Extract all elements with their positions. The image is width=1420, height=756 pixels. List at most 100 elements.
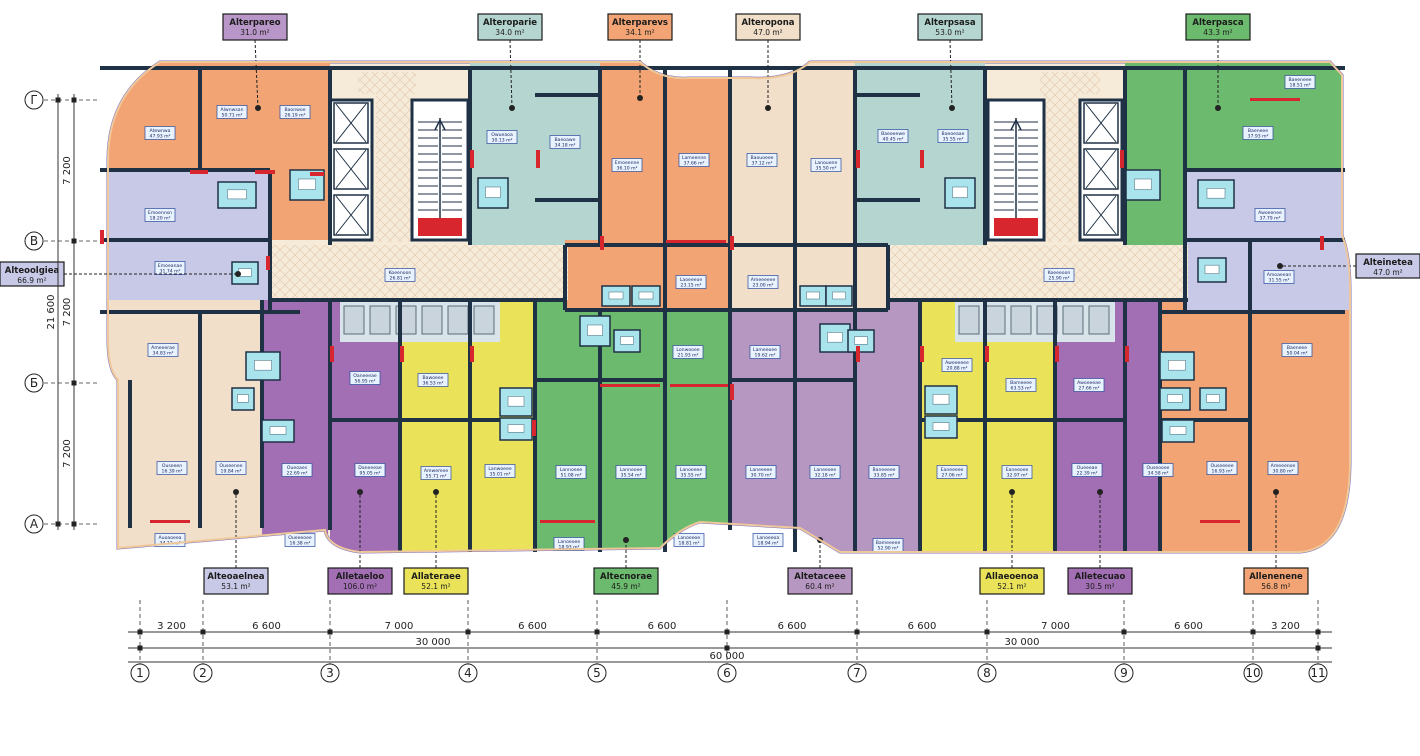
tag-title-bot-3: Altecnorae: [600, 572, 652, 582]
red-marker-16: [400, 346, 404, 362]
room-label-box-8: [281, 463, 313, 477]
room-label-box-3: [144, 208, 176, 222]
room-label-area-36: 30.70 m²: [751, 473, 772, 479]
room-label-box-49: [673, 533, 705, 547]
red-markers: [100, 98, 1324, 523]
room-label-area-18: 26.81 m²: [390, 276, 411, 282]
red-marker-27: [540, 520, 595, 523]
fixture-19: [827, 332, 843, 343]
service-cell-1-4: [1062, 305, 1084, 335]
red-marker-9: [730, 236, 734, 250]
tag-box-bot-6: [1067, 567, 1133, 595]
dim-v-tick-2: [71, 380, 77, 386]
tag-dot-bot-6: [1097, 489, 1103, 495]
room-label-area-27: 22.39 m²: [1077, 471, 1098, 477]
room-label-name-23: Amoaeean: [1267, 272, 1292, 278]
room-label-box-26: [1267, 461, 1299, 475]
room-label-name-15: Lanouene: [815, 160, 838, 166]
tag-area-bot-7: 56.8 m²: [1261, 582, 1290, 591]
tag-area-top-1: 34.0 m²: [495, 28, 524, 37]
lobby-left: [358, 72, 416, 94]
axis-bubble-4: [587, 663, 607, 683]
tag-box-top-0: [222, 13, 288, 41]
tag-leader-top-4: [949, 39, 953, 109]
room-label-area-33: 51.08 m²: [561, 473, 582, 479]
tag-title-bot-0: Alteoaelnea: [207, 572, 264, 582]
room-label-box-1: [216, 105, 248, 119]
room-label-box-32: [484, 464, 516, 478]
red-marker-29: [150, 520, 190, 523]
elevator-shaft-1: [1078, 98, 1124, 242]
red-marker-22: [856, 346, 860, 362]
room-label-box-31: [420, 466, 452, 480]
room-label-name-28: Ouseooee: [1146, 465, 1169, 471]
red-marker-1: [255, 170, 275, 174]
tag-leader-top-1: [509, 39, 513, 109]
room-label-box-24: [1281, 343, 1313, 357]
room-label-area-10: 30.13 m²: [492, 138, 513, 144]
fixture-18: [620, 336, 634, 345]
red-marker-6: [536, 150, 540, 168]
tag-dot-top-5: [1215, 105, 1221, 111]
room-label-name-13: Lameenne: [682, 155, 706, 161]
fire-marker-1: [994, 218, 1038, 236]
block-green-tr: [1125, 62, 1350, 175]
room-label-box-30: [417, 373, 449, 387]
fire-marker-0: [418, 218, 462, 236]
axis-y-bubble-0: [24, 90, 44, 110]
service-cell-0-3: [421, 305, 443, 335]
dim-v-total-tick-0: [55, 97, 61, 103]
room-label-name-5: Ameeerae: [151, 345, 175, 351]
dim-v-total: 21 600: [46, 295, 57, 330]
tag-title-bot-2: Allateraee: [411, 572, 461, 582]
bathrooms: [217, 169, 1235, 443]
room-label-name-27: Oueeeae: [1077, 465, 1098, 471]
red-marker-11: [920, 150, 924, 168]
room-label-name-36: Laneeeee: [750, 467, 773, 473]
red-marker-10: [856, 150, 860, 168]
fixture-11: [1204, 264, 1220, 274]
tag-title-bot-5: Allaeoenoa: [985, 572, 1038, 582]
room-label-box-23: [1263, 270, 1295, 284]
tag-box-top-1: [477, 13, 543, 41]
room-label-name-49: Lanoeeoe: [678, 535, 701, 541]
dim-segment-0: 3 200: [157, 621, 186, 632]
room-label-name-19: Koeeeoon: [1048, 270, 1071, 276]
dim-segment-7: 7 000: [1041, 621, 1070, 632]
room-label-name-4: Emoeanae: [158, 263, 183, 269]
tag-area-bot-2: 52.1 m²: [421, 582, 450, 591]
tag-side-dot-1: [1277, 263, 1283, 269]
room-label-area-14: 37.12 m²: [752, 161, 773, 167]
tag-side-area-0: 66.9 m²: [17, 276, 46, 285]
room-label-area-17: 35.55 m²: [943, 137, 964, 143]
tag-box-top-3: [735, 13, 801, 41]
axis-label-4: 5: [593, 666, 601, 680]
room-label-box-13: [678, 153, 710, 167]
tag-box-bot-5: [979, 567, 1045, 595]
dim-tick-9: [1250, 629, 1256, 635]
dim-half-right: 30 000: [1005, 637, 1040, 648]
room-label-area-12: 36.10 m²: [617, 166, 638, 172]
fixture-26: [1169, 426, 1187, 435]
elevator-cross-0-1: [335, 149, 367, 189]
tag-box-bot-4: [787, 567, 853, 595]
room-label-name-51: Bameeeee: [876, 540, 901, 546]
tag-area-top-4: 53.0 m²: [935, 28, 964, 37]
tag-dot-bot-7: [1273, 489, 1279, 495]
fixture-15: [507, 396, 525, 407]
room-label-area-48: 18.93 m²: [559, 545, 580, 551]
service-cell-0-4: [447, 305, 469, 335]
room-label-box-45: [749, 345, 781, 359]
tag-box-bot-0: [203, 567, 269, 595]
red-marker-5: [470, 150, 474, 168]
axis-bubble-3: [458, 663, 478, 683]
red-marker-0: [190, 170, 208, 174]
room-label-area-11: 34.18 m²: [555, 143, 576, 149]
tag-dot-top-3: [765, 105, 771, 111]
tag-area-bot-0: 53.1 m²: [221, 582, 250, 591]
axis-bubble-7: [977, 663, 997, 683]
room-label-box-47: [747, 275, 779, 289]
room-label-name-20: Baeneee: [1248, 128, 1268, 134]
